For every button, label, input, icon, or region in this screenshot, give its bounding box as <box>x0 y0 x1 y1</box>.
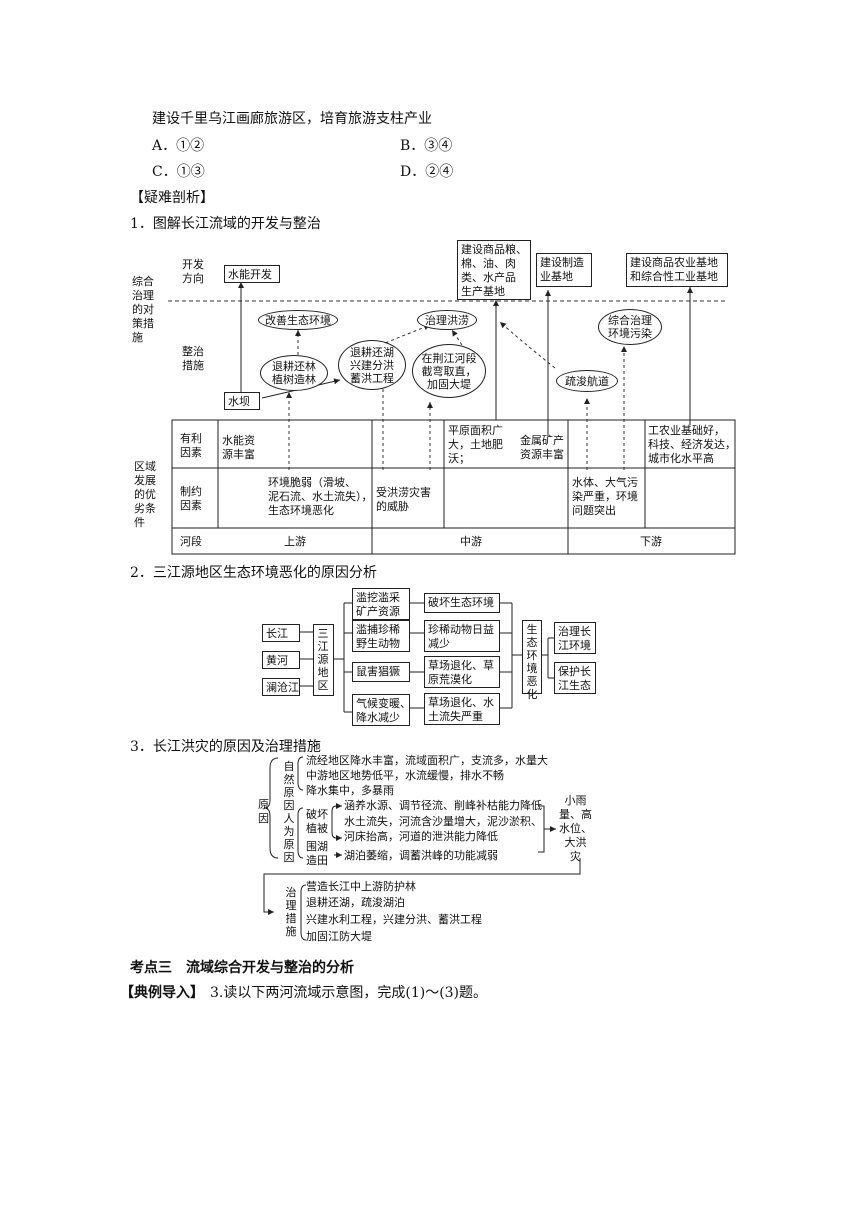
kaodian-heading: 考点三 流域综合开发与整治的分析 <box>130 960 354 976</box>
label-direction: 开发 方向 <box>182 258 204 285</box>
option-c[interactable]: C．①③ <box>152 164 205 180</box>
lim-middle: 受洪涝灾害 的威胁 <box>376 486 431 513</box>
oval-jingjiang-works: 在荆江河段 截弯取直， 加固大堤 <box>412 344 486 398</box>
action-govern-env: 治理长 江环境 <box>554 622 596 654</box>
option-line-text: 建设千里乌江画廊旅游区，培育旅游支柱产业 <box>152 111 432 127</box>
effect-soil-erosion: 草场退化、水 土流失严重 <box>424 693 500 725</box>
box-dam: 水坝 <box>224 392 260 410</box>
example-text: 3.读以下两河流域示意图，完成(1)～(3)题。 <box>210 985 488 1001</box>
effect-animal-decline: 珍稀动物日益 减少 <box>424 620 500 652</box>
oval-reforest: 退耕还林 植树造林 <box>260 355 328 391</box>
oval-dredge-channel: 疏浚航道 <box>556 370 618 392</box>
cause-climate: 气候变暖、 降水减少 <box>352 694 411 726</box>
human-destroy-veg: 破坏 植被 <box>306 808 328 835</box>
oval-flood-control: 治理洪涝 <box>417 310 477 330</box>
result-eco-deterioration: 生态环境恶化 <box>522 620 542 701</box>
box-agri-industry-base: 建设商品农业基地 和综合性工业基地 <box>626 253 728 287</box>
option-d[interactable]: D．②④ <box>400 164 454 180</box>
label-human: 人为原因 <box>283 812 295 864</box>
example-tag: 【典例导入】 <box>120 985 204 1001</box>
fav-middle-plain: 平原面积广 大，土地肥 沃； <box>448 424 503 465</box>
action-protect-eco: 保护长 江生态 <box>554 662 596 694</box>
oval-lake-restoration: 退耕还湖 兴建分洪 蓄洪工程 <box>338 340 406 390</box>
row-favorable: 有利 因素 <box>180 432 202 459</box>
fig2-title: 2．三江源地区生态环境恶化的原因分析 <box>130 565 377 581</box>
oval-pollution-control: 综合治理 环境污染 <box>598 309 662 345</box>
row-limiting: 制约 因素 <box>180 485 202 512</box>
flood-result: 小雨 量、高 水位、 大洪 灾 <box>559 794 592 863</box>
section-label: 【疑难剖析】 <box>130 190 214 206</box>
option-b[interactable]: B．③④ <box>400 138 453 154</box>
natural-cause-2: 中游地区地势低平，水流缓慢，排水不畅 <box>306 769 504 782</box>
reclaim-effect: 湖泊萎缩，调蓄洪峰的功能减弱 <box>344 849 498 862</box>
section-lower: 下游 <box>640 535 662 548</box>
fav-upper: 水能资 源丰富 <box>222 434 255 461</box>
fig1-title: 1．图解长江流域的开发与整治 <box>130 216 321 232</box>
fav-lower: 工农业基础好， 科技、经济发达， 城市化水平高 <box>648 424 736 465</box>
cause-rodents: 鼠害猖獗 <box>352 662 410 682</box>
cause-poaching: 滥捕珍稀 野生动物 <box>352 620 410 652</box>
box-grain-base: 建设商品粮、 棉、油、肉 类、水产品 生产基地 <box>457 240 531 300</box>
oval-improve-environment: 改善生态环境 <box>258 310 338 330</box>
natural-cause-3: 降水集中，多暴雨 <box>306 784 394 797</box>
veg-effect-3: 河床抬高，河道的泄洪能力降低 <box>344 830 498 843</box>
box-hydro-development: 水能开发 <box>224 265 280 283</box>
fig3-title: 3．长江洪灾的原因及治理措施 <box>130 739 321 755</box>
fav-middle-minerals: 金属矿产 资源丰富 <box>520 434 564 461</box>
section-upper: 上游 <box>284 535 306 548</box>
effect-destroy-env: 破坏生态环境 <box>424 593 500 613</box>
human-reclaim: 围湖 造田 <box>306 840 328 867</box>
label-rectify: 整治 措施 <box>182 345 204 372</box>
measure-2: 退耕还湖，疏浚湖泊 <box>306 896 405 909</box>
row-section: 河段 <box>180 535 202 548</box>
label-conditions: 区域 发展 的优 劣条 件 <box>134 460 156 529</box>
measure-1: 营造长江中上游防护林 <box>306 880 416 893</box>
label-measures: 综合 治理 的对 策措 施 <box>132 275 154 344</box>
box-manufacturing-base: 建设制造 业基地 <box>536 253 592 287</box>
measure-3: 兴建水利工程，兴建分洪、蓄洪工程 <box>306 913 482 926</box>
river-yellow: 黄河 <box>262 651 300 669</box>
label-measures-3: 治理措施 <box>285 886 297 938</box>
cause-mining: 滥挖滥采 矿产资源 <box>352 588 410 620</box>
effect-desertification: 草场退化、草 原荒漠化 <box>424 656 500 688</box>
option-a[interactable]: A．①② <box>152 138 205 154</box>
natural-cause-1: 流经地区降水丰富，流域面积广，支流多，水量大 <box>306 754 548 767</box>
river-lancang: 澜沧江 <box>262 678 300 696</box>
region-sanjiangyuan: 三江源地区 <box>313 624 334 696</box>
measure-4: 加固江防大堤 <box>306 930 372 943</box>
veg-effect-2: 水土流失，河流含沙量增大，泥沙淤积、 <box>344 815 542 828</box>
section-middle: 中游 <box>460 535 482 548</box>
label-natural: 自然原因 <box>283 760 295 812</box>
example-intro: 【典例导入】 3.读以下两河流域示意图，完成(1)～(3)题。 <box>120 986 487 1000</box>
lim-lower: 水体、大气污 染严重，环境 问题突出 <box>572 476 638 517</box>
veg-effect-1: 涵养水源、调节径流、削峰补枯能力降低 <box>344 799 542 812</box>
river-yangtze: 长江 <box>262 624 300 642</box>
lim-upper: 环境脆弱（滑坡、 泥石流、水土流失）， 生态环境恶化 <box>268 476 373 517</box>
label-causes: 原因 <box>258 798 269 825</box>
